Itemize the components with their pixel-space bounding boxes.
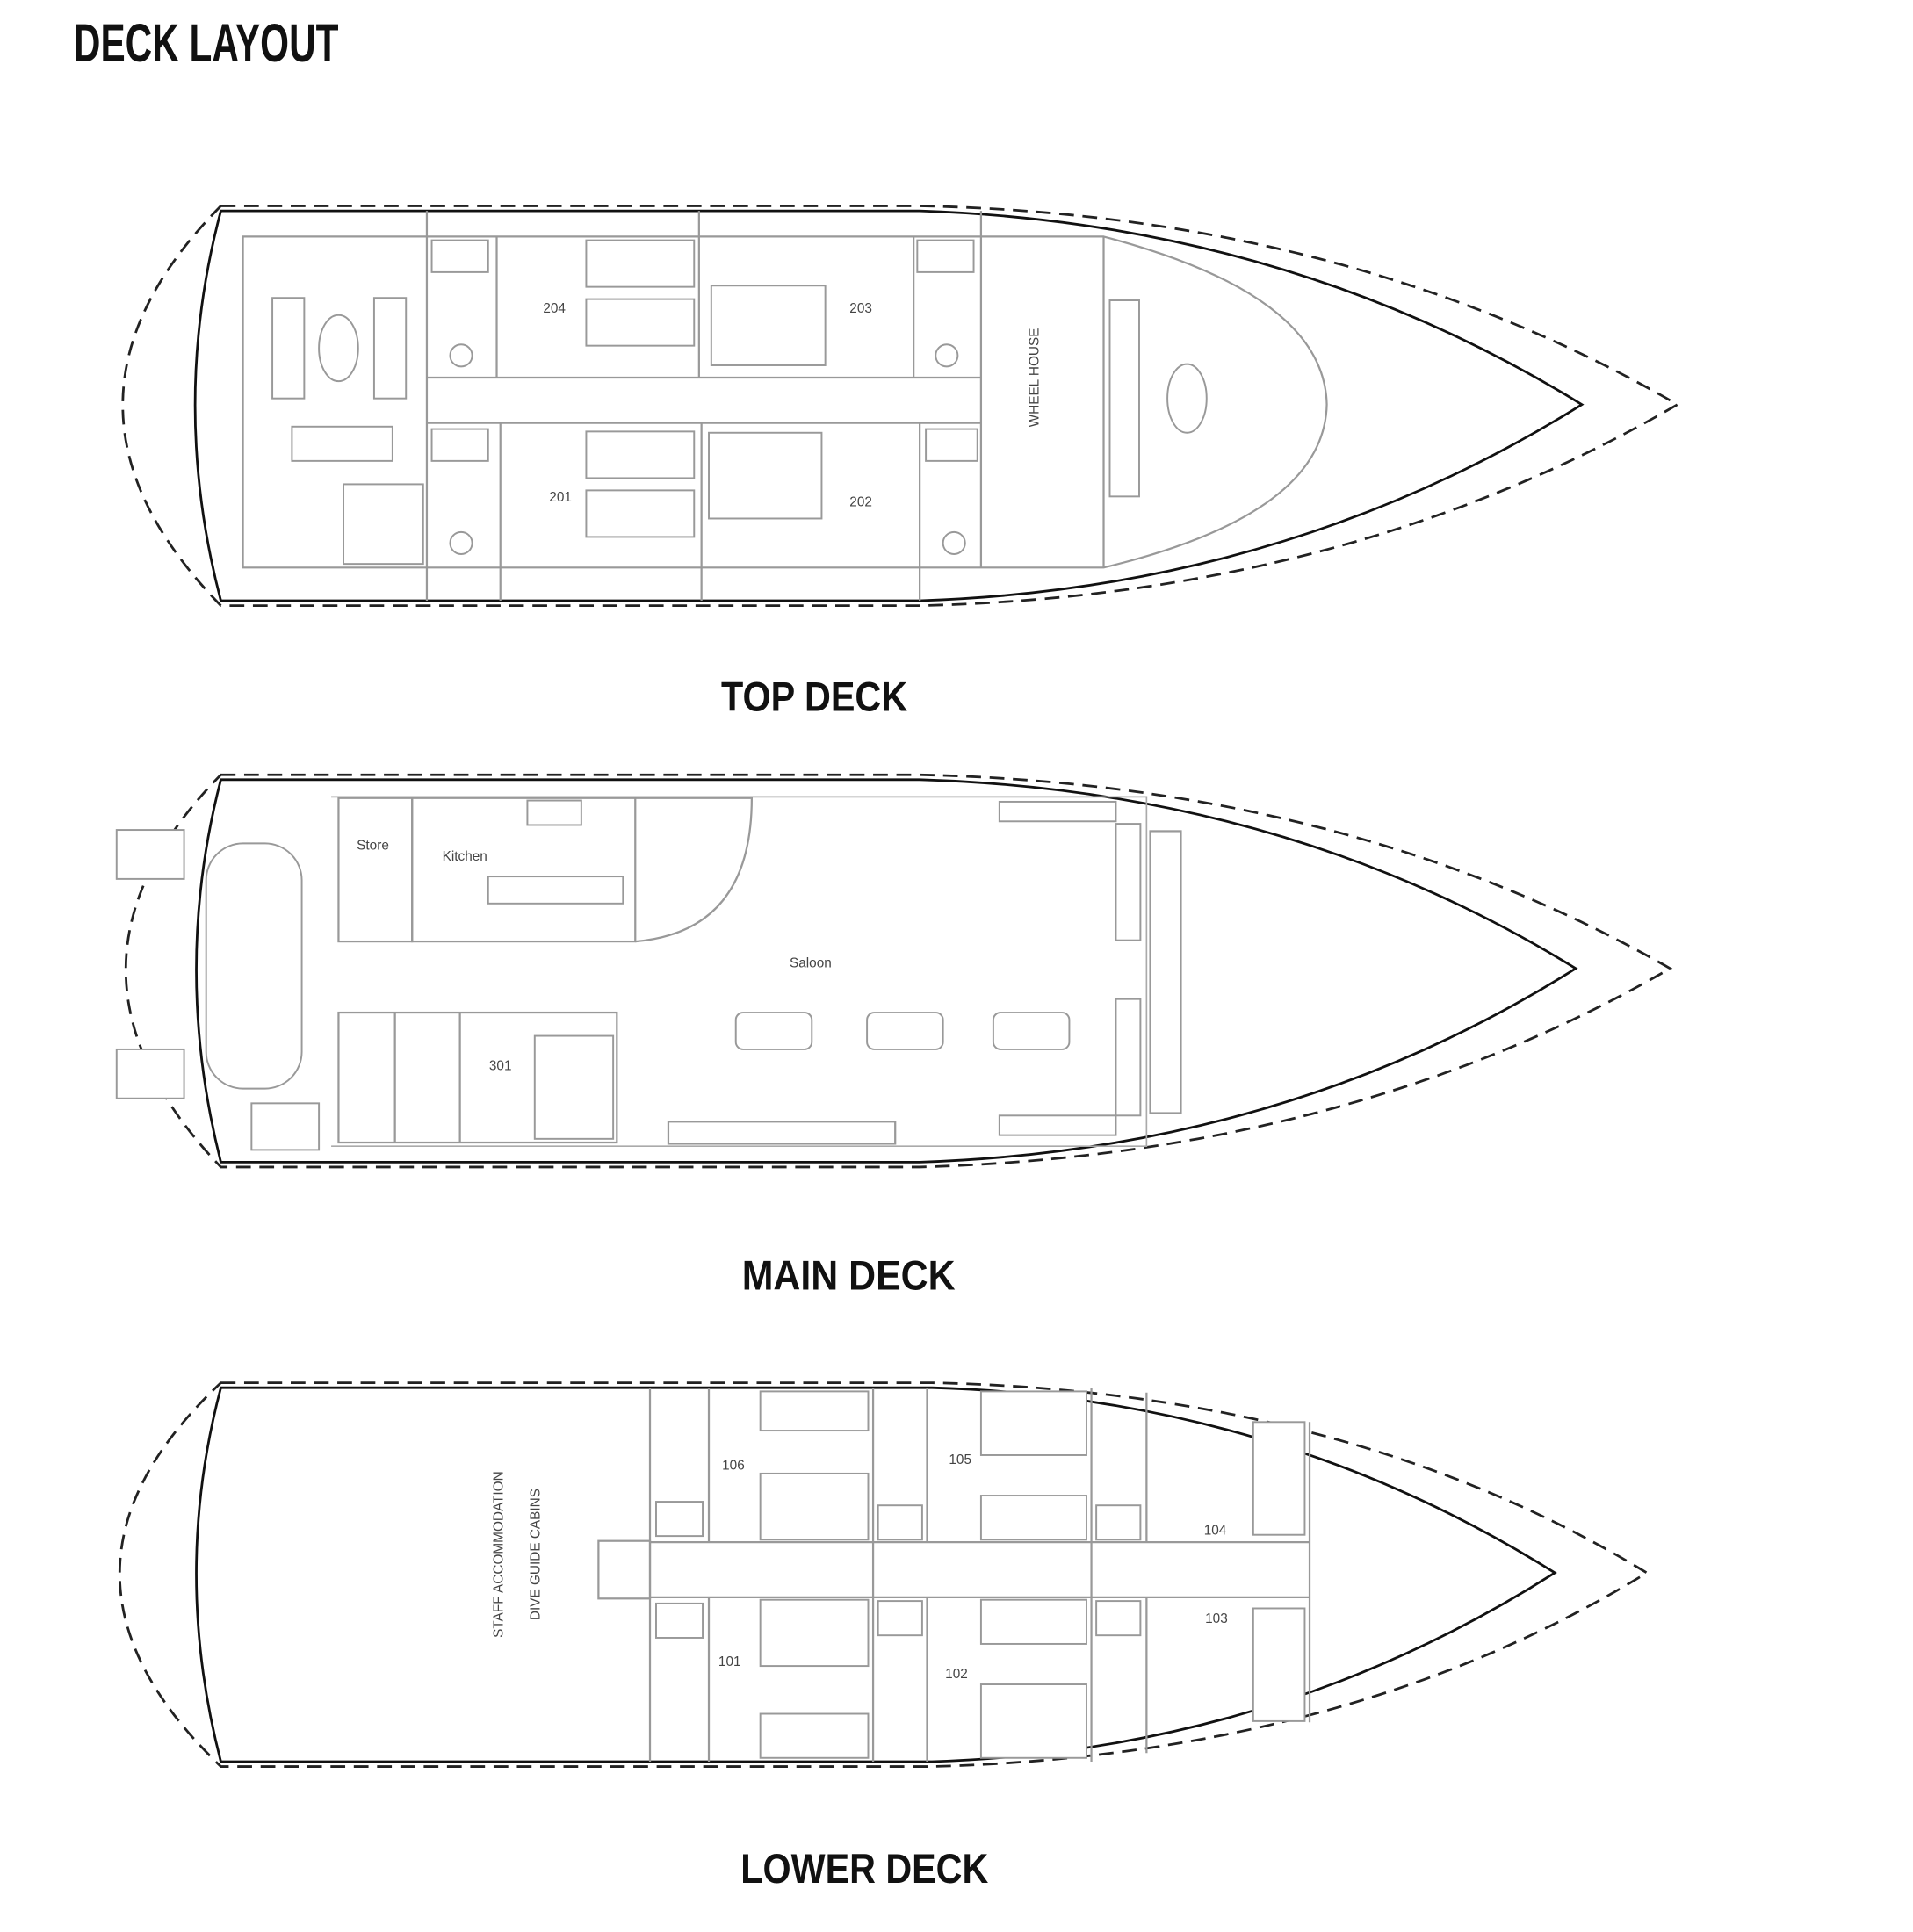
top-deck-outer-outline <box>121 205 1680 607</box>
cabin-105-label: 105 <box>949 1453 971 1467</box>
store-label: Store <box>357 838 389 853</box>
cabin-104-label: 104 <box>1204 1524 1227 1539</box>
main-deck-title: MAIN DECK <box>742 1253 956 1300</box>
kitchen-label: Kitchen <box>443 849 487 864</box>
lower-deck-partitions <box>597 1388 1311 1762</box>
lower-deck-furniture <box>655 1390 1306 1759</box>
cabin-101-label: 101 <box>718 1654 741 1669</box>
cabin-203-label: 203 <box>849 301 872 316</box>
cabin-202-label: 202 <box>849 495 872 510</box>
lower-deck-hull <box>195 1386 1557 1763</box>
cabin-201-label: 201 <box>549 490 572 505</box>
dive-guide-cabins-label: DIVE GUIDE CABINS <box>528 1489 543 1620</box>
lower-deck-plan: 106 105 104 103 101 102 STAFF ACCOMMODAT… <box>118 1381 1650 1768</box>
cabin-204-label: 204 <box>543 301 566 316</box>
cabin-301-label: 301 <box>489 1059 512 1074</box>
cabin-106-label: 106 <box>722 1459 745 1474</box>
main-deck-furniture <box>115 799 1142 1151</box>
staff-accommodation-label: STAFF ACCOMMODATION <box>492 1471 507 1638</box>
top-deck-title: TOP DECK <box>721 674 907 721</box>
main-deck-outer-outline <box>124 773 1673 1169</box>
main-deck-inner-line <box>331 796 1148 1148</box>
top-deck-partitions <box>425 211 1105 602</box>
page-title: DECK LAYOUT <box>74 13 339 74</box>
cabin-103-label: 103 <box>1205 1611 1228 1626</box>
cabin-102-label: 102 <box>945 1667 968 1682</box>
main-deck-hull <box>195 778 1578 1164</box>
top-deck-structure <box>242 235 1328 569</box>
lower-deck-outer-outline <box>118 1381 1650 1768</box>
lower-deck-title: LOWER DECK <box>740 1846 988 1892</box>
main-deck-partitions <box>337 797 1182 1145</box>
wheel-house-label: WHEEL HOUSE <box>1028 328 1043 428</box>
top-deck-hull <box>193 209 1585 602</box>
top-deck-plan: 204 203 201 202 WHEEL HOUSE <box>121 205 1680 607</box>
saloon-label: Saloon <box>790 955 832 970</box>
top-deck-furniture <box>271 239 1208 566</box>
main-deck-plan: Store Kitchen Saloon 301 <box>115 773 1673 1169</box>
